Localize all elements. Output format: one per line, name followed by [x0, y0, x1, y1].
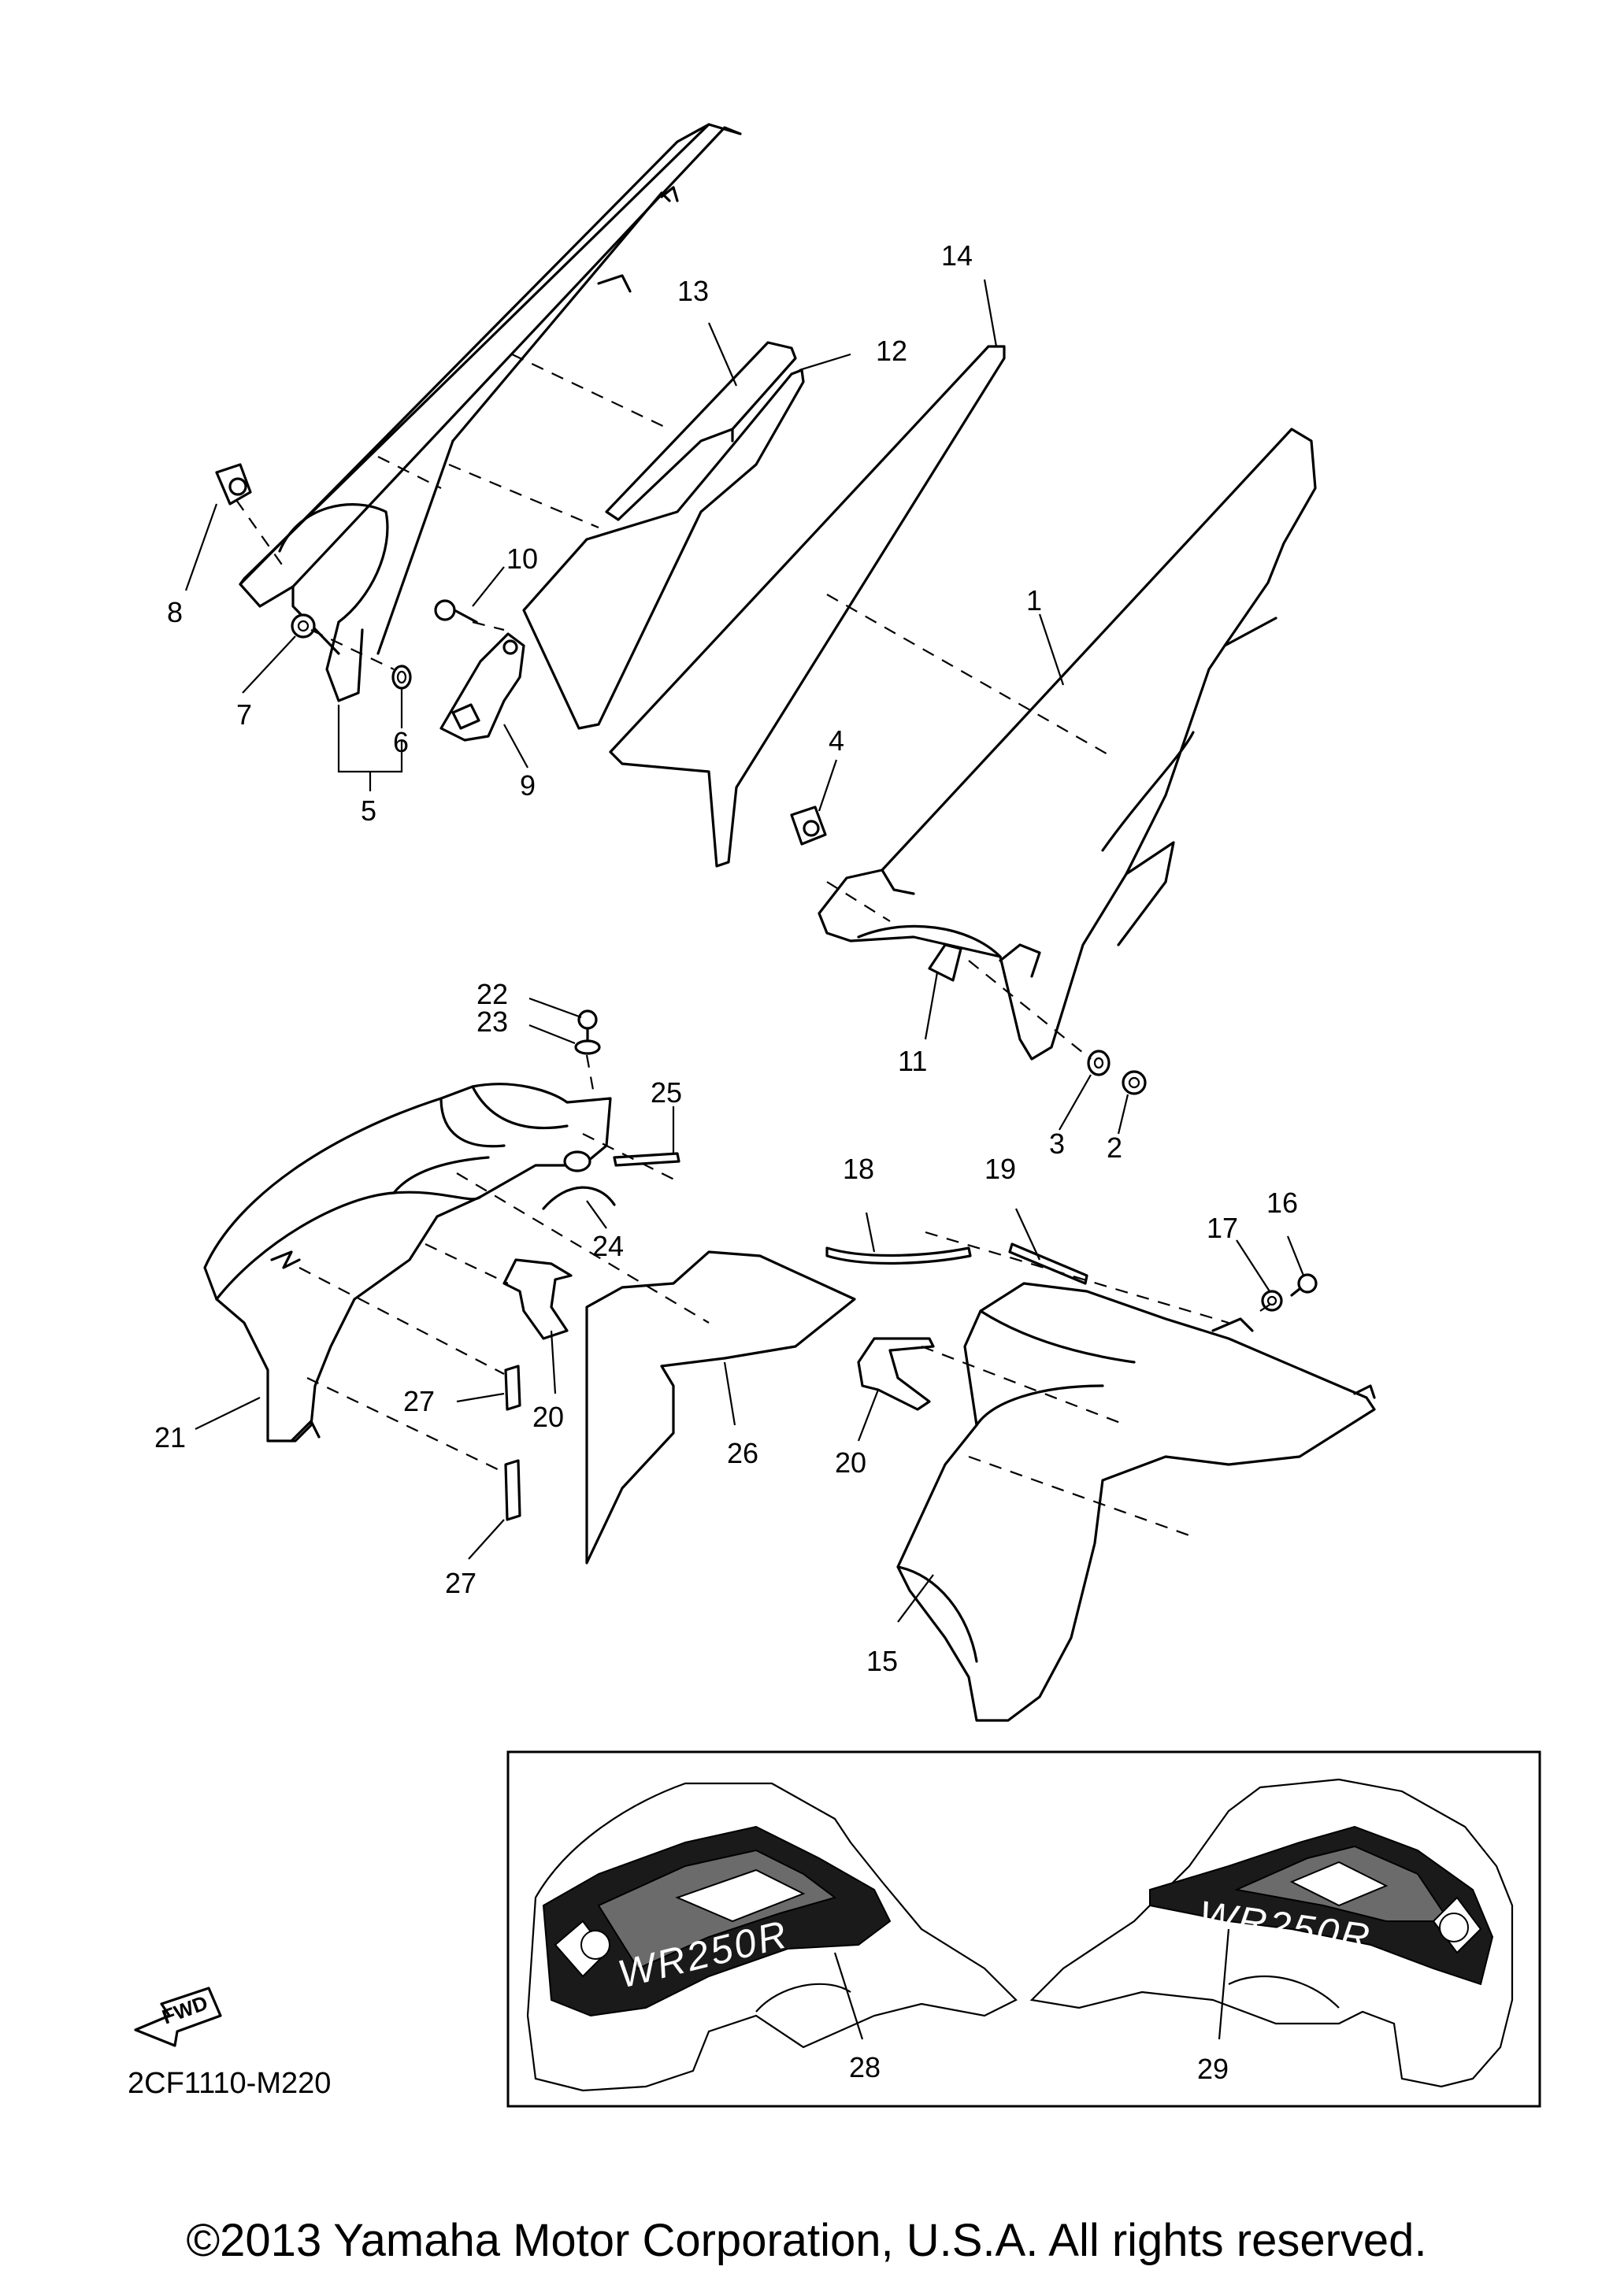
clip-nut-8 [215, 463, 252, 505]
trim-24 [542, 1186, 616, 1210]
callout-10: 10 [506, 543, 538, 575]
fwd-arrow-icon: FWD [134, 1987, 222, 2047]
callout-18: 18 [843, 1153, 874, 1185]
callout-8: 8 [167, 596, 183, 628]
side-cover-plate-14 [609, 345, 1006, 868]
callout-9: 9 [520, 769, 536, 802]
callout-13: 13 [677, 275, 709, 307]
callout-26: 26 [727, 1437, 758, 1469]
tab-11 [928, 943, 962, 982]
screw-10 [434, 599, 478, 624]
callout-24: 24 [592, 1230, 624, 1262]
callout-5: 5 [361, 794, 376, 827]
shroud-21 [203, 1083, 612, 1442]
callout-29: 29 [1197, 2053, 1229, 2085]
callout-22: 22 [476, 978, 508, 1010]
leaders-lower [195, 997, 1305, 1623]
callout-7: 7 [236, 698, 252, 731]
bracket-9 [439, 632, 525, 742]
callout-11: 11 [898, 1045, 927, 1077]
diagram-code: 2CF1110-M220 [128, 2067, 331, 2100]
callout-2: 2 [1107, 1131, 1122, 1164]
callout-14: 14 [941, 239, 973, 272]
assembly-lines-lower [298, 1054, 1273, 1537]
callout-20-left: 20 [532, 1401, 564, 1433]
washer-3 [1087, 1050, 1111, 1076]
shroud-15 [896, 1282, 1376, 1722]
bracket-20-left [502, 1258, 573, 1340]
bolt-2 [1122, 1070, 1147, 1095]
side-cover-panel-12 [522, 368, 805, 730]
callout-23: 23 [476, 1005, 508, 1038]
collar-23 [574, 1039, 601, 1055]
callout-15: 15 [866, 1645, 898, 1677]
trim-19 [1008, 1242, 1088, 1285]
callout-3: 3 [1049, 1128, 1065, 1160]
side-cover-13 [605, 341, 797, 521]
label-27-upper [504, 1365, 521, 1411]
callout-19: 19 [984, 1153, 1016, 1185]
screw-16 [1290, 1273, 1318, 1297]
leaders-upper [184, 279, 1129, 1135]
callout-27-upper: 27 [403, 1385, 435, 1417]
side-cover-1 [818, 428, 1317, 1061]
protector-26 [585, 1250, 856, 1565]
grommet [563, 1150, 591, 1172]
callout-12: 12 [876, 335, 907, 367]
frame-rail-cover [239, 123, 742, 702]
callout-1: 1 [1026, 584, 1042, 617]
callout-27-lower: 27 [445, 1567, 476, 1599]
collar-6 [391, 665, 412, 690]
bracket-20-right [857, 1337, 935, 1411]
trim-18 [825, 1246, 972, 1265]
callout-20-right: 20 [835, 1446, 866, 1479]
callout-16: 16 [1266, 1187, 1298, 1219]
copyright-notice: ©2013 Yamaha Motor Corporation, U.S.A. A… [186, 2215, 1427, 2266]
callout-4: 4 [829, 724, 844, 757]
label-27-lower [504, 1459, 521, 1521]
callout-numbers: 1 2 3 4 5 6 7 8 9 10 11 12 13 14 15 16 1… [154, 239, 1298, 2085]
callout-17: 17 [1207, 1212, 1238, 1244]
bolt-22 [577, 1009, 598, 1042]
callout-25: 25 [651, 1076, 682, 1109]
bolt-7 [291, 613, 316, 639]
decal-inset: WR250R WR250R [506, 1750, 1541, 2108]
trim-25 [613, 1152, 680, 1167]
callout-6: 6 [393, 726, 409, 758]
clip-nut-4 [790, 805, 827, 846]
callout-28: 28 [849, 2051, 881, 2083]
assembly-lines-upper [235, 354, 1111, 1060]
callout-21: 21 [154, 1421, 186, 1454]
